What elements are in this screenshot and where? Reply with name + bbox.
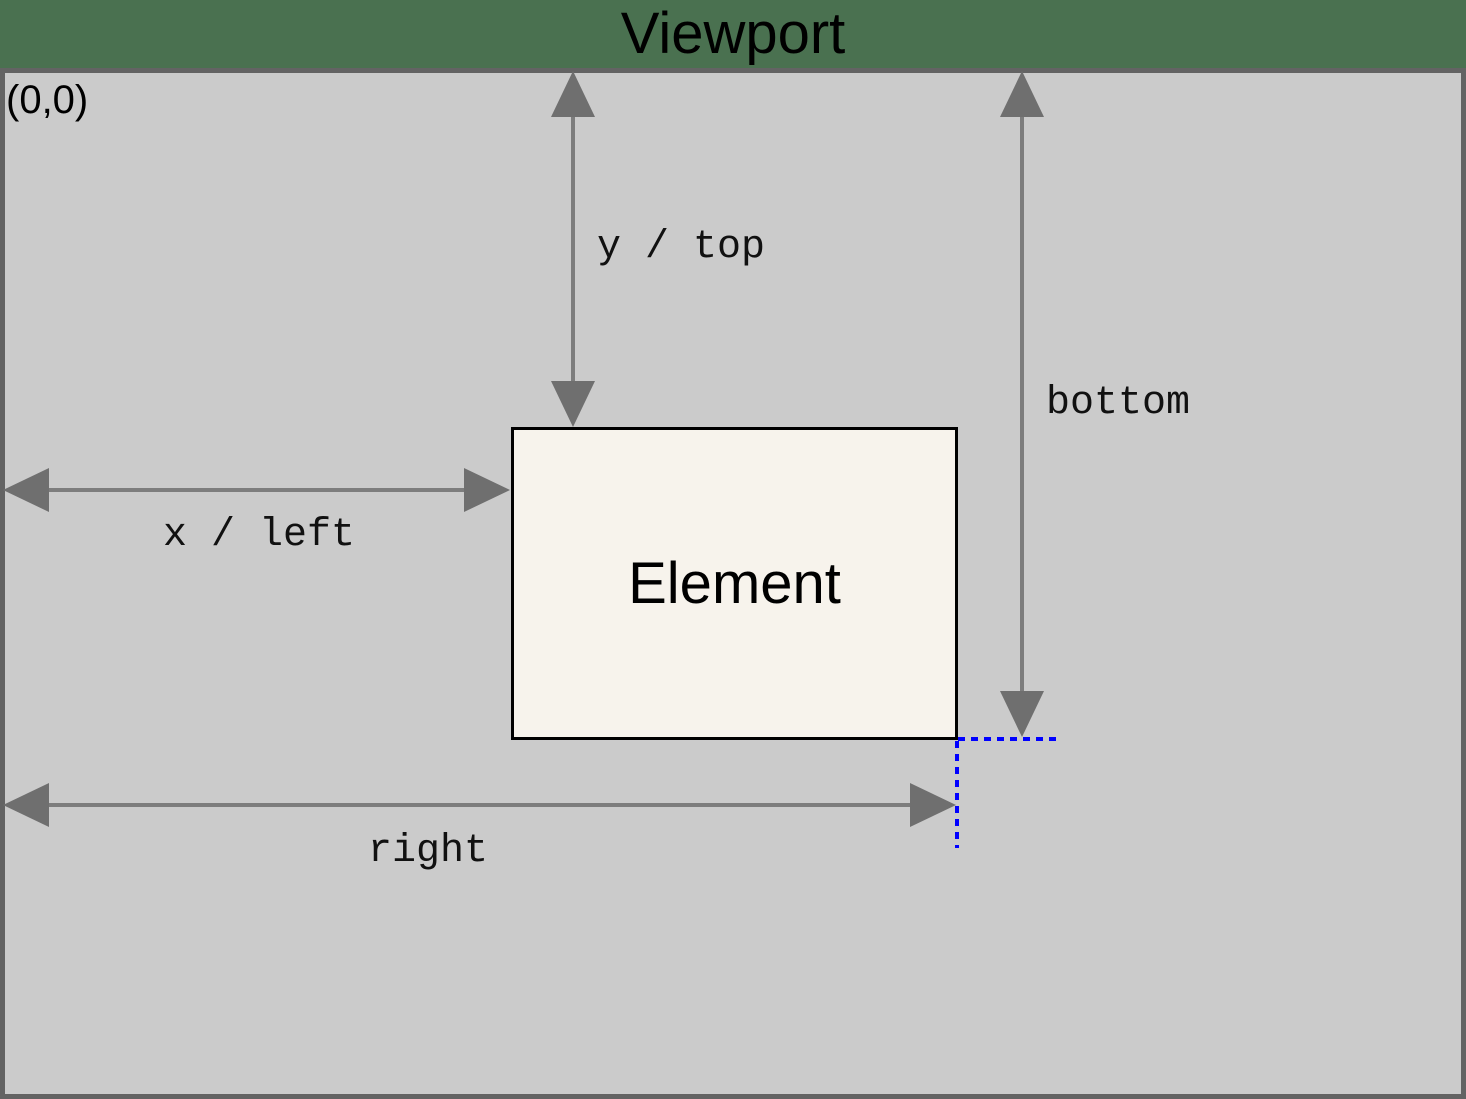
- label-bottom: bottom: [1046, 381, 1191, 426]
- viewport-title: Viewport: [620, 1, 846, 66]
- label-right: right: [368, 829, 489, 874]
- label-y-top: y / top: [597, 225, 766, 270]
- element-box: Element: [511, 427, 958, 740]
- element-label: Element: [628, 551, 841, 616]
- label-x-left: x / left: [163, 513, 356, 558]
- origin-label: (0,0): [6, 78, 89, 122]
